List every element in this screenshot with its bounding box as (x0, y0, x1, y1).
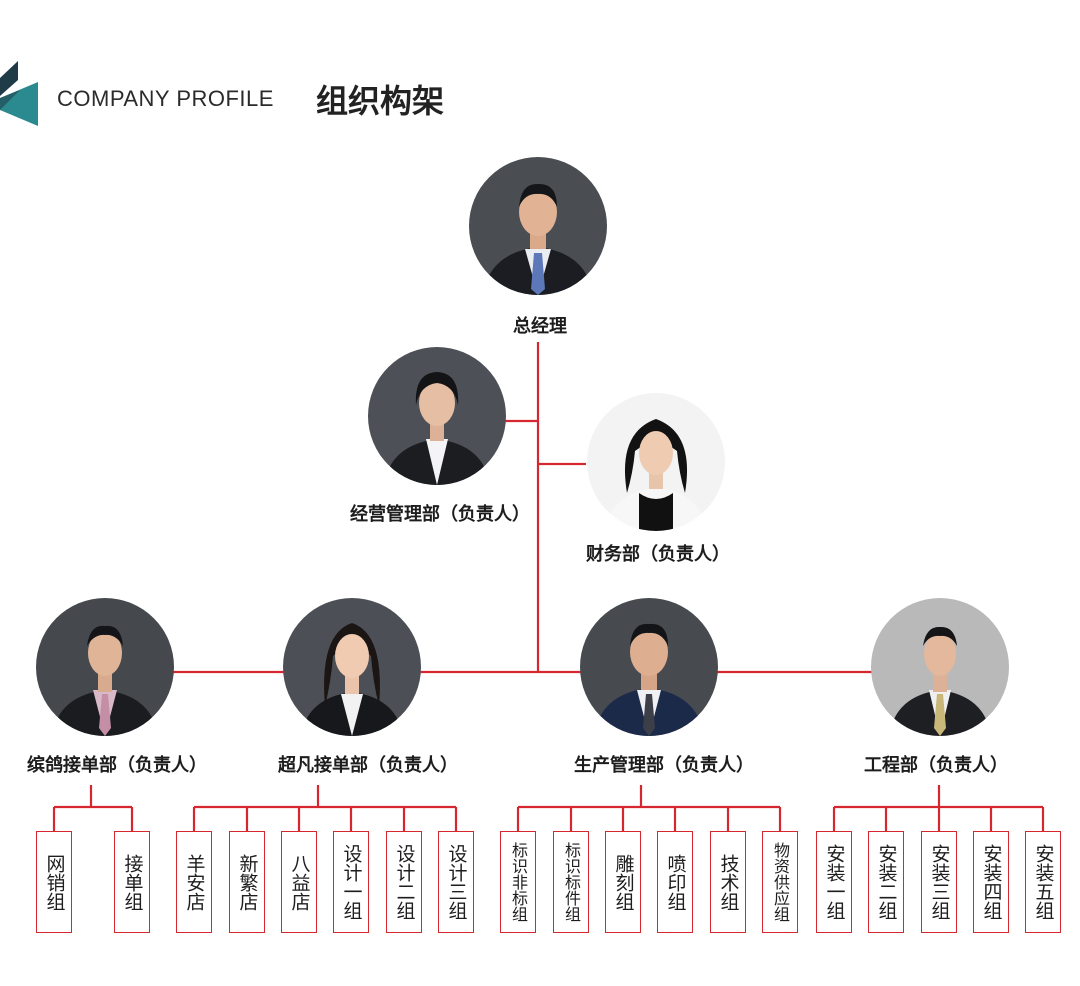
group-box: 雕刻组 (605, 831, 641, 933)
ops-manager-title: 经营管理部（负责人） (350, 504, 530, 525)
group-label: 物资供应组 (771, 842, 790, 922)
group-box: 羊安店 (176, 831, 212, 933)
group-label: 设计三组 (445, 844, 468, 920)
group-box: 新繁店 (229, 831, 265, 933)
group-box: 接单组 (114, 831, 150, 933)
engineering-manager-avatar (871, 598, 1009, 736)
group-label: 设计二组 (393, 844, 416, 920)
production-manager-title: 生产管理部（负责人） (574, 755, 754, 776)
chaofan-manager-avatar (283, 598, 421, 736)
general-manager-avatar (469, 157, 607, 295)
group-box: 技术组 (710, 831, 746, 933)
binge-manager-avatar (36, 598, 174, 736)
group-label: 安装四组 (980, 844, 1003, 920)
group-box: 网销组 (36, 831, 72, 933)
finance-manager-title: 财务部（负责人） (586, 544, 730, 565)
chaofan-manager-title: 超凡接单部（负责人） (278, 755, 458, 776)
binge-manager-title: 缤鸽接单部（负责人） (27, 755, 207, 776)
group-box: 物资供应组 (762, 831, 798, 933)
group-label: 安装三组 (928, 844, 951, 920)
group-label: 技术组 (717, 853, 740, 911)
group-label: 八益店 (288, 853, 311, 911)
group-box: 喷印组 (657, 831, 693, 933)
general-manager-title: 总经理 (513, 316, 567, 337)
group-label: 接单组 (121, 853, 144, 911)
group-box: 安装三组 (921, 831, 957, 933)
group-box: 安装五组 (1025, 831, 1061, 933)
group-box: 设计二组 (386, 831, 422, 933)
group-box: 标识非标组 (500, 831, 536, 933)
engineering-manager-title: 工程部（负责人） (864, 755, 1008, 776)
group-label: 标识标件组 (562, 842, 581, 922)
ops-manager-avatar (368, 347, 506, 485)
group-label: 标识非标组 (509, 842, 528, 922)
group-label: 安装一组 (823, 844, 846, 920)
group-label: 安装五组 (1032, 844, 1055, 920)
group-label: 设计一组 (340, 844, 363, 920)
group-box: 安装一组 (816, 831, 852, 933)
group-box: 标识标件组 (553, 831, 589, 933)
finance-manager-avatar (587, 393, 725, 531)
group-label: 喷印组 (664, 853, 687, 911)
header-chinese-title: 组织构架 (316, 82, 445, 120)
group-label: 网销组 (43, 853, 66, 911)
group-box: 安装四组 (973, 831, 1009, 933)
group-label: 安装二组 (875, 844, 898, 920)
group-box: 设计三组 (438, 831, 474, 933)
company-logo-icon (0, 61, 38, 126)
group-box: 安装二组 (868, 831, 904, 933)
production-manager-avatar (580, 598, 718, 736)
group-label: 羊安店 (183, 853, 206, 911)
group-box: 八益店 (281, 831, 317, 933)
group-label: 新繁店 (236, 853, 259, 911)
header-english-title: COMPANY PROFILE (57, 86, 274, 111)
group-label: 雕刻组 (612, 853, 635, 911)
group-box: 设计一组 (333, 831, 369, 933)
